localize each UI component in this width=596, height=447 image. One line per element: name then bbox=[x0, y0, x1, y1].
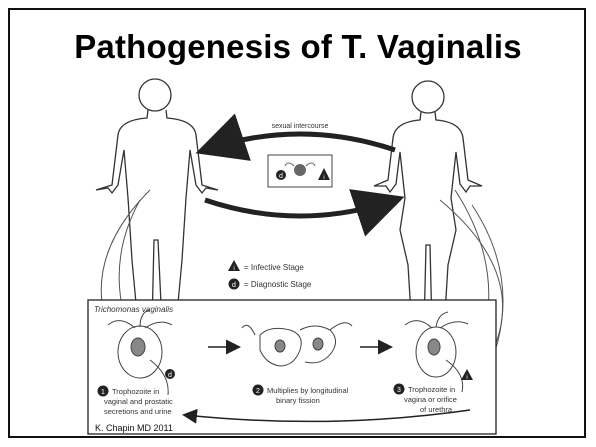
male-figure bbox=[96, 79, 218, 325]
step3-badge-text: i bbox=[466, 375, 467, 381]
female-figure bbox=[374, 81, 482, 330]
legend-infective-symbol: i bbox=[233, 266, 234, 272]
step1-number: 1 bbox=[101, 389, 105, 396]
center-badge-d: d bbox=[279, 173, 283, 180]
legend-infective-label: = Infective Stage bbox=[244, 263, 304, 272]
step2-caption-line1: Multiplies by longitudinal bbox=[267, 386, 349, 395]
step1-caption-line3: secretions and urine bbox=[104, 407, 172, 416]
intercourse-label: sexual intercourse bbox=[272, 123, 329, 130]
step3-caption-line3: of urethra bbox=[420, 405, 453, 414]
step1-badge-text: d bbox=[168, 372, 172, 379]
legend-diagnostic-label: = Diagnostic Stage bbox=[244, 280, 312, 289]
inset-title: Trichomonas vaginalis bbox=[94, 305, 173, 314]
author-credit: K. Chapin MD 2011 bbox=[95, 423, 173, 433]
legend-diagnostic-symbol: d bbox=[232, 282, 236, 289]
step2-number: 2 bbox=[256, 388, 260, 395]
intercourse-arrow-bottom bbox=[205, 200, 395, 216]
step1-caption-line2: vaginal and prostatic bbox=[104, 397, 173, 406]
step3-number: 3 bbox=[397, 387, 401, 394]
step3-caption-line1: Trophozoite in bbox=[408, 385, 455, 394]
center-icon-box: d i bbox=[268, 155, 332, 187]
center-badge-i: i bbox=[323, 175, 324, 181]
intercourse-arrow-top bbox=[205, 134, 395, 150]
trophozoite-icon bbox=[294, 164, 306, 176]
step2-caption-line2: binary fission bbox=[276, 396, 320, 405]
legend: i = Infective Stage d = Diagnostic Stage bbox=[228, 260, 312, 290]
step3-caption-line2: vagina or orifice bbox=[404, 395, 457, 404]
inset-panel: Trichomonas vaginalis d bbox=[88, 300, 496, 434]
step1-caption-line1: Trophozoite in bbox=[112, 387, 159, 396]
